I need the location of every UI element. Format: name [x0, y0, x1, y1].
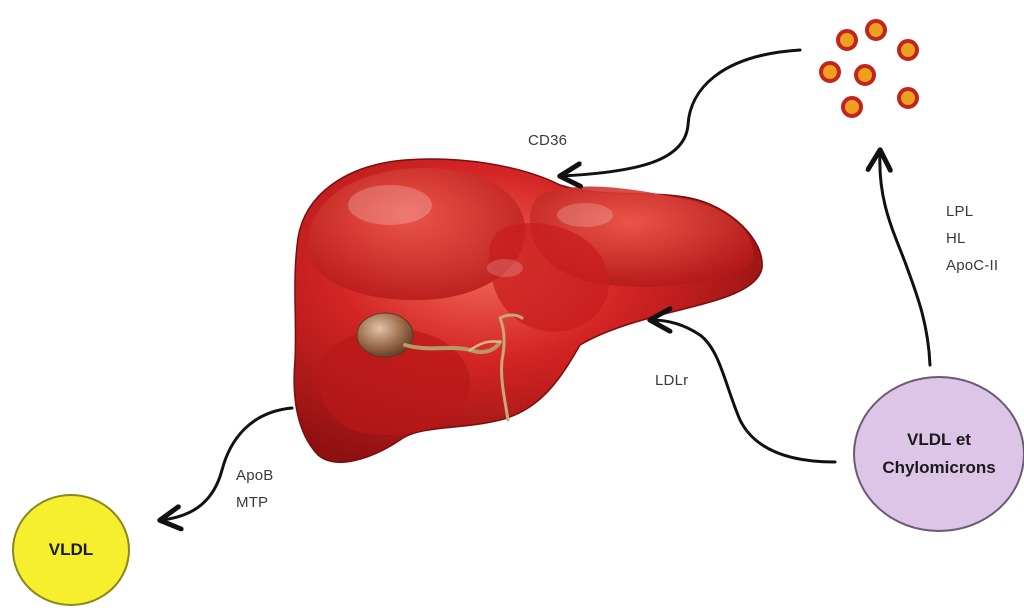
liver-gloss-3: [487, 259, 523, 277]
liver-gloss-1: [348, 185, 432, 225]
particle: [856, 66, 874, 84]
particle: [843, 98, 861, 116]
gallbladder: [357, 313, 413, 357]
label-hl: HL: [946, 225, 998, 252]
vldl-chylomicrons-node: VLDL et Chylomicrons: [853, 376, 1024, 532]
label-lpl: LPL: [946, 198, 998, 225]
particle: [899, 41, 917, 59]
label-ldlr: LDLr: [655, 370, 688, 392]
vldl-node-label: VLDL: [49, 540, 93, 560]
arrow-cd36: [562, 50, 800, 176]
label-enzymes: LPL HL ApoC-II: [946, 198, 998, 279]
vldl-node: VLDL: [12, 494, 130, 606]
arrow-lipolysis: [880, 152, 930, 365]
label-cd36: CD36: [528, 130, 567, 152]
particle: [821, 63, 839, 81]
chylo-node-label-line2: Chylomicrons: [882, 454, 995, 482]
particle: [867, 21, 885, 39]
fatty-acid-particles: [821, 21, 917, 116]
liver-gloss-2: [557, 203, 613, 227]
liver-illustration: [294, 159, 762, 462]
label-apob: ApoB: [236, 462, 274, 489]
particle: [838, 31, 856, 49]
particle: [899, 89, 917, 107]
label-apob-mtp: ApoB MTP: [236, 462, 274, 516]
label-mtp: MTP: [236, 489, 274, 516]
chylo-node-label-line1: VLDL et: [907, 426, 971, 454]
label-apocii: ApoC-II: [946, 252, 998, 279]
